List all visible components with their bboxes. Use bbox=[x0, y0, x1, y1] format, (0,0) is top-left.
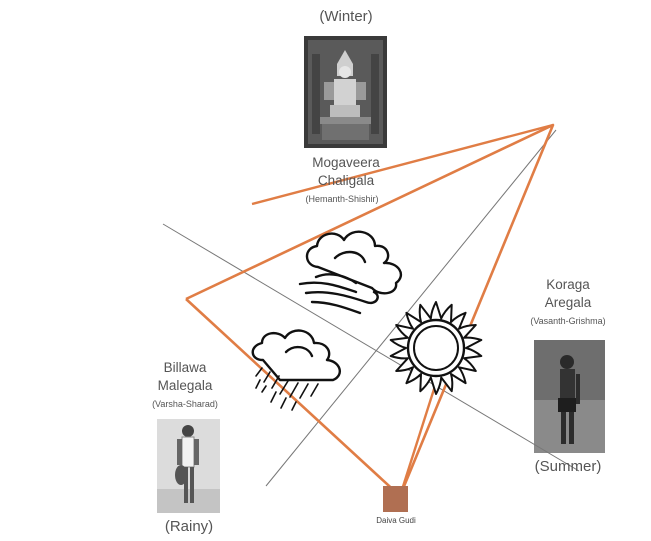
mogaveera-subtitle: (Hemanth-Shishir) bbox=[305, 194, 379, 204]
sun-icon bbox=[389, 301, 483, 395]
connector-line bbox=[251, 123, 554, 206]
koraga-subtitle: (Vasanth-Grishma) bbox=[530, 316, 606, 326]
billawa-name-line2: Malegala bbox=[157, 378, 213, 393]
daiva-gudi-marker bbox=[383, 486, 408, 512]
koraga-name-line1: Koraga bbox=[546, 277, 590, 292]
winter-deity-photo bbox=[304, 36, 387, 148]
mogaveera-name-line1: Mogaveera bbox=[312, 155, 380, 170]
divider-line bbox=[162, 223, 580, 472]
rainy-season-label: (Rainy) bbox=[164, 518, 214, 535]
rain-cloud-icon bbox=[251, 329, 341, 411]
billawa-name-line1: Billawa bbox=[163, 360, 207, 375]
triangle-outline bbox=[185, 123, 555, 498]
cloud-wind-icon bbox=[298, 230, 402, 315]
billawa-subtitle: (Varsha-Sharad) bbox=[152, 399, 218, 409]
daiva-gudi-label: Daiva Gudi bbox=[376, 516, 416, 525]
mogaveera-name-line2: Chaligala bbox=[317, 173, 375, 188]
koraga-name-line2: Aregala bbox=[544, 295, 592, 310]
divider-line bbox=[265, 129, 557, 487]
sun-inner-disc bbox=[413, 325, 459, 371]
winter-season-label: (Winter) bbox=[319, 8, 373, 25]
rainy-person-photo bbox=[157, 419, 220, 513]
summer-person-photo bbox=[534, 340, 605, 453]
summer-season-label: (Summer) bbox=[534, 458, 602, 475]
